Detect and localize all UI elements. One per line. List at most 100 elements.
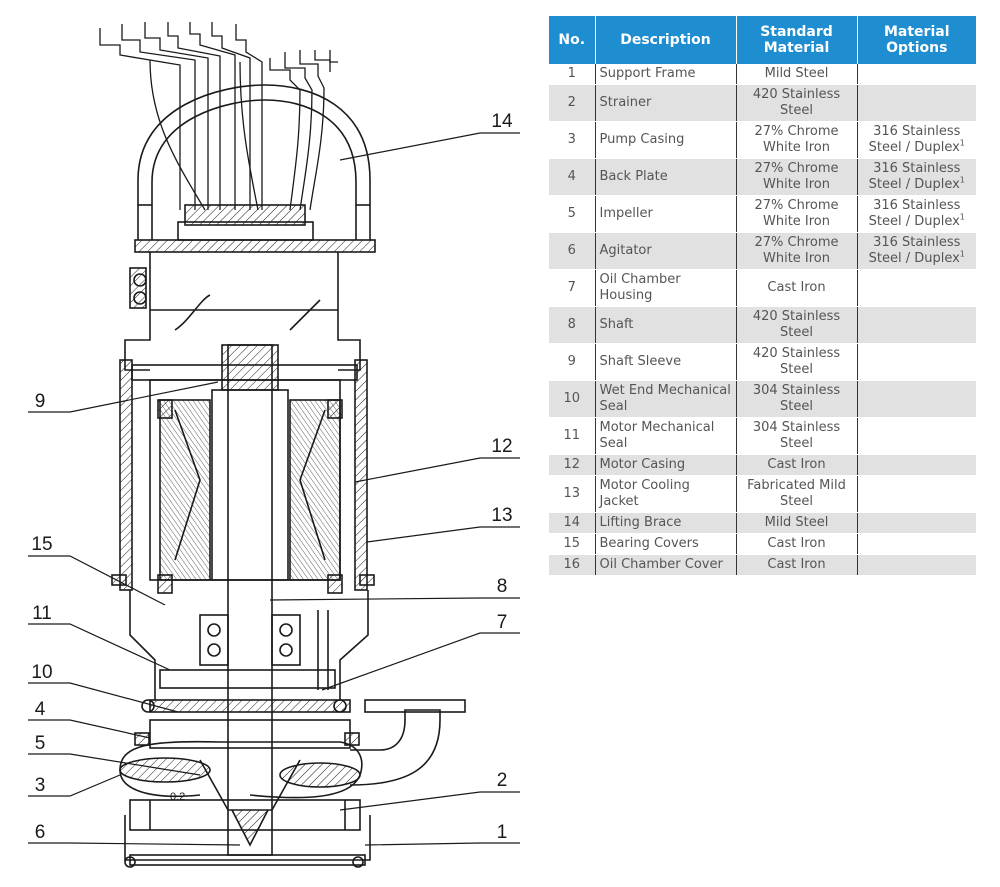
cell-standard-material: 420 Stainless Steel (736, 306, 858, 344)
cell-standard-material-text: Cast Iron (767, 457, 826, 472)
cell-standard-material: 27% Chrome White Iron (736, 195, 858, 233)
cell-description-text: Motor Casing (599, 457, 686, 472)
cell-material-options-text: 316 Stainless Steel / Duplex (868, 124, 961, 155)
callout-3: 3 (35, 775, 46, 796)
cell-standard-material-text: Cast Iron (767, 557, 826, 572)
cell-no-text: 7 (567, 280, 576, 295)
cell-standard-material: 27% Chrome White Iron (736, 158, 858, 196)
cell-description: Strainer (595, 84, 737, 122)
cell-standard-material: 420 Stainless Steel (736, 343, 858, 381)
table-row: 2 Strainer 420 Stainless Steel (549, 84, 976, 122)
table-header-row: No. Description Standard Material Materi… (549, 16, 976, 64)
cell-standard-material: 304 Stainless Steel (736, 417, 858, 455)
cell-no-text: 10 (563, 391, 581, 406)
cell-no-text: 6 (567, 243, 576, 258)
cell-standard-material-text: Mild Steel (764, 515, 829, 530)
cell-no: 13 (549, 475, 596, 513)
cell-material-options (857, 554, 976, 576)
cell-no-text: 12 (563, 457, 581, 472)
cell-standard-material: Cast Iron (736, 269, 858, 307)
cell-description-text: Impeller (599, 206, 653, 221)
cell-description-text: Lifting Brace (599, 515, 682, 530)
cell-standard-material-text: Cast Iron (767, 536, 826, 551)
cell-standard-material-text: 304 Stainless Steel (752, 420, 841, 451)
cell-material-options (857, 533, 976, 555)
cell-description: Oil Chamber Cover (595, 554, 737, 576)
cell-description: Agitator (595, 232, 737, 270)
callout-13: 13 (491, 505, 512, 526)
footnote-mark: 1 (959, 212, 965, 222)
cell-standard-material-text: 27% Chrome White Iron (754, 161, 839, 192)
cell-standard-material-text: Fabricated Mild Steel (747, 478, 846, 509)
cell-description: Bearing Covers (595, 533, 737, 555)
cell-no: 12 (549, 454, 596, 476)
cell-description-text: Pump Casing (599, 132, 685, 147)
cell-description: Shaft (595, 306, 737, 344)
callout-1: 1 (497, 822, 508, 843)
cell-description-text: Shaft Sleeve (599, 354, 682, 369)
cell-material-options (857, 64, 976, 85)
cell-standard-material: 27% Chrome White Iron (736, 232, 858, 270)
cell-no: 3 (549, 121, 596, 159)
cell-no-text: 13 (563, 486, 581, 501)
cell-material-options-text: 316 Stainless Steel / Duplex (868, 235, 961, 266)
cell-standard-material: 27% Chrome White Iron (736, 121, 858, 159)
cell-material-options (857, 475, 976, 513)
cell-standard-material-text: 27% Chrome White Iron (754, 235, 839, 266)
cell-standard-material-text: 420 Stainless Steel (752, 87, 841, 118)
footnote-mark: 1 (959, 249, 965, 259)
cell-no: 15 (549, 533, 596, 555)
cell-material-options (857, 380, 976, 418)
cell-material-options-text: 316 Stainless Steel / Duplex (868, 198, 961, 229)
cell-standard-material: Mild Steel (736, 64, 858, 85)
cell-standard-material-text: Mild Steel (764, 66, 829, 81)
cell-no-text: 2 (567, 95, 576, 110)
callout-9: 9 (35, 391, 46, 412)
cell-description-text: Oil Chamber Housing (599, 272, 681, 303)
cell-material-options (857, 343, 976, 381)
power-cables (99, 22, 338, 211)
cell-material-options (857, 417, 976, 455)
cell-description-text: Strainer (599, 95, 652, 110)
cell-description: Lifting Brace (595, 512, 737, 534)
cell-no: 7 (549, 269, 596, 307)
cell-material-options (857, 269, 976, 307)
cell-description: Impeller (595, 195, 737, 233)
callout-12: 12 (491, 436, 512, 457)
cell-description: Motor Cooling Jacket (595, 475, 737, 513)
cell-standard-material: Fabricated Mild Steel (736, 475, 858, 513)
cell-description-text: Support Frame (599, 66, 696, 81)
cell-no: 4 (549, 158, 596, 196)
cell-no-text: 4 (567, 169, 576, 184)
cell-description-text: Motor Cooling Jacket (599, 478, 690, 509)
header-description: Description (595, 16, 737, 64)
cell-material-options: 316 Stainless Steel / Duplex1 (857, 195, 976, 233)
callout-10: 10 (31, 662, 52, 683)
callout-15: 15 (31, 534, 52, 555)
callout-11: 11 (32, 603, 52, 624)
cell-description-text: Bearing Covers (599, 536, 699, 551)
table-row: 12 Motor Casing Cast Iron (549, 454, 976, 476)
cell-description: Motor Casing (595, 454, 737, 476)
cell-no-text: 11 (563, 428, 581, 443)
callout-7: 7 (497, 612, 508, 633)
callout-leader-lines (28, 132, 520, 846)
callout-5: 5 (35, 733, 46, 754)
table-row: 7 Oil Chamber Housing Cast Iron (549, 269, 976, 307)
callout-4: 4 (35, 699, 46, 720)
cell-no-text: 14 (563, 515, 581, 530)
cell-standard-material: Mild Steel (736, 512, 858, 534)
cell-no: 16 (549, 554, 596, 576)
cell-description-text: Shaft (599, 317, 634, 332)
cell-standard-material-text: Cast Iron (767, 280, 826, 295)
dimension-note: 0.2 (170, 791, 185, 803)
cell-no-text: 15 (563, 536, 581, 551)
cell-description: Wet End Mechanical Seal (595, 380, 737, 418)
